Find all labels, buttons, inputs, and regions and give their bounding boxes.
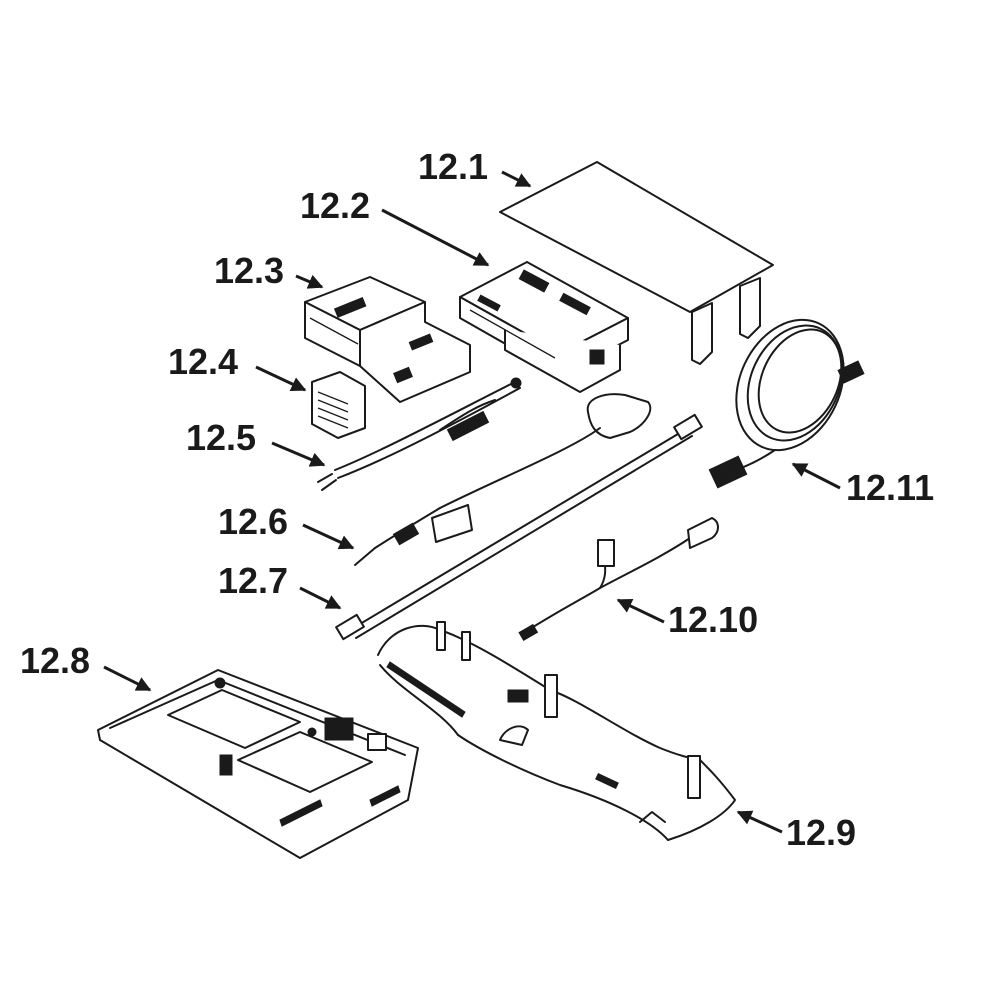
callout-12-5: 12.5: [186, 417, 326, 467]
callout-label: 12.2: [300, 185, 370, 226]
callout-12-2: 12.2: [300, 185, 490, 267]
callout-12-1: 12.1: [418, 146, 532, 188]
callout-label: 12.10: [668, 599, 758, 640]
part-12-6-antenna-cable: [354, 393, 652, 566]
callout-12-6: 12.6: [218, 501, 355, 550]
part-12-2-control-module: [459, 261, 629, 393]
callout-12-3: 12.3: [214, 250, 324, 291]
callout-12-4: 12.4: [168, 341, 307, 392]
part-12-10-y-cable: [518, 517, 719, 642]
part-12-4-connector-block: [311, 371, 366, 439]
callout-label: 12.4: [168, 341, 238, 382]
callout-12-7: 12.7: [218, 560, 342, 610]
part-12-1-cover-plate: [499, 161, 774, 365]
callout-12-11: 12.11: [791, 462, 934, 508]
callout-12-9: 12.9: [736, 810, 856, 853]
part-12-8-base-plate: [97, 669, 419, 859]
part-12-3-receiver-unit: [304, 276, 471, 403]
callout-label: 12.1: [418, 146, 488, 187]
part-12-9-mounting-bracket: [377, 621, 736, 841]
callout-label: 12.3: [214, 250, 284, 291]
part-12-5-wire-harness: [317, 377, 522, 491]
callout-label: 12.6: [218, 501, 288, 542]
callout-label: 12.8: [20, 640, 90, 681]
callout-12-10: 12.10: [616, 598, 758, 640]
part-12-11-coiled-cable: [708, 318, 865, 489]
callout-label: 12.7: [218, 560, 288, 601]
callout-label: 12.11: [846, 467, 934, 508]
callout-12-8: 12.8: [20, 640, 152, 692]
callout-label: 12.5: [186, 417, 256, 458]
callout-label: 12.9: [786, 812, 856, 853]
part-12-7-ribbon-cable: [335, 413, 703, 641]
